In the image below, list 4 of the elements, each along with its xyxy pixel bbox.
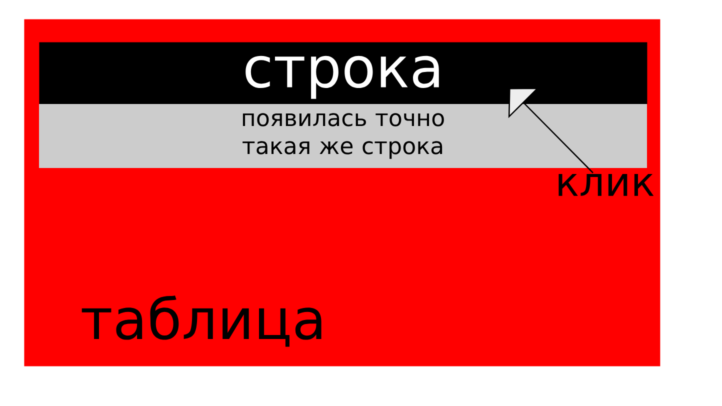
- copied-row-band: появилась точно такая же строка: [39, 104, 647, 168]
- leader-arrow: [508, 88, 594, 174]
- row-band: строка: [39, 42, 648, 104]
- click-label: клик: [558, 174, 654, 196]
